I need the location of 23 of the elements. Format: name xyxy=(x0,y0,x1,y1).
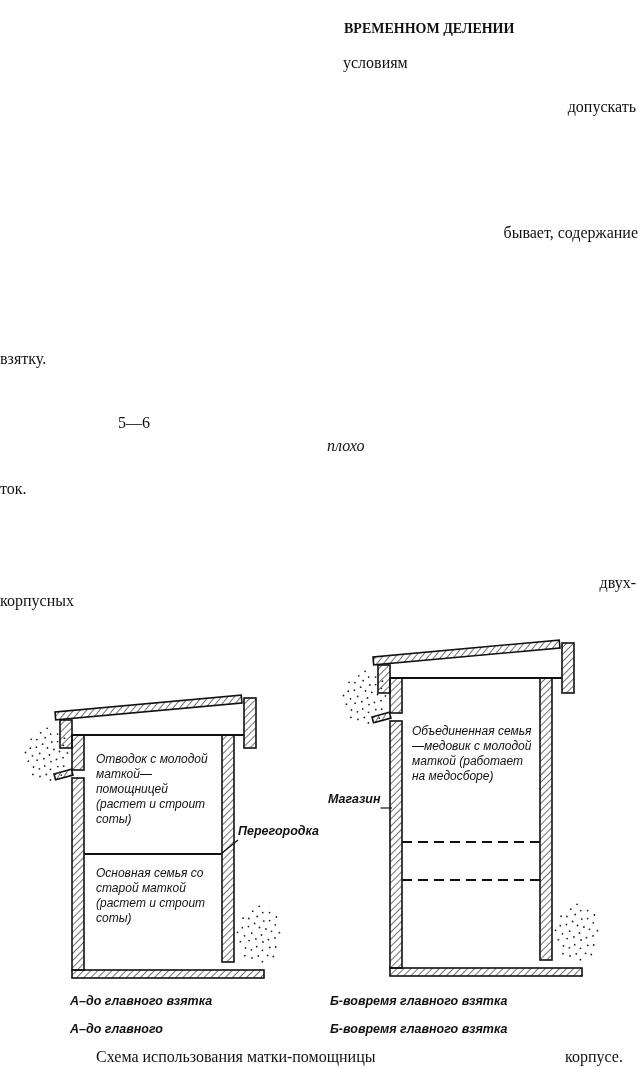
leader-line xyxy=(379,807,393,809)
compartment-label: Отводок с молодой маткой— помощницей (растет и строит соты) xyxy=(96,752,209,827)
compartment-label: Объединенная семья—медовик с молодой маткой (работает на медосборе) xyxy=(412,724,533,784)
part-label: Перегородка xyxy=(238,822,319,840)
text-fragment: условиям xyxy=(343,54,408,72)
figure-caption: А–до главного взятка xyxy=(70,993,213,1010)
compartment-label: Основная семья со старой маткой (растет и строит соты) xyxy=(96,866,207,926)
figure-caption: А–до главного xyxy=(70,1021,163,1038)
text-fragment: ток. xyxy=(0,480,27,498)
leader-line xyxy=(221,839,239,854)
text-fragment: бывает, содержание xyxy=(503,224,638,242)
part-label: Магазин xyxy=(328,790,381,808)
text-fragment: плохо xyxy=(327,437,365,455)
heading-text: ВРЕМЕННОМ ДЕЛЕНИИ xyxy=(344,20,515,38)
caption-text: Схема использования матки-помощницы xyxy=(96,1048,376,1066)
text-fragment: 5—6 xyxy=(118,414,150,432)
text-fragment: допускать xyxy=(567,98,636,116)
text-fragment: двух- xyxy=(599,574,636,592)
figure-caption: Б-вовремя главного взятка xyxy=(330,993,508,1010)
figure-caption: Б-вовремя главного взятка xyxy=(330,1021,508,1038)
text-fragment: корпусных xyxy=(0,592,74,610)
caption-text: корпусе. xyxy=(565,1048,623,1066)
text-fragment: взятку. xyxy=(0,350,47,368)
